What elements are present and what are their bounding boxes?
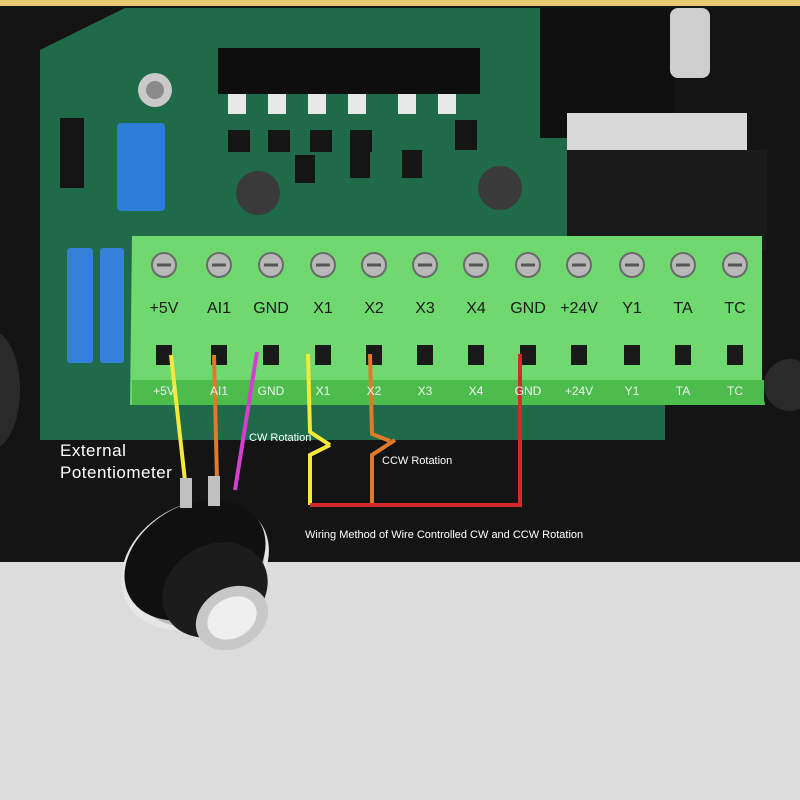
enclosure-right xyxy=(764,359,800,411)
terminal-label-10: TA xyxy=(673,300,693,317)
board-label-3: X1 xyxy=(315,384,331,398)
wire-entry-2 xyxy=(263,345,279,365)
jumper-j1 xyxy=(100,248,124,363)
diagram-caption: Wiring Method of Wire Controlled CW and … xyxy=(305,529,584,541)
relay-body xyxy=(567,150,767,250)
board-label-7: GND xyxy=(514,384,542,398)
board-label-11: TC xyxy=(727,384,743,398)
dark-band xyxy=(0,490,800,562)
driver-chip xyxy=(218,48,480,94)
terminal-label-1: AI1 xyxy=(206,300,231,317)
spring-coil xyxy=(670,8,710,78)
cw-rotation-label: CW Rotation xyxy=(249,432,312,444)
wire-x2-top xyxy=(368,353,391,443)
terminal-slots xyxy=(156,345,743,365)
board-label-8: +24V xyxy=(564,384,594,398)
board-label-1: AI1 xyxy=(209,384,228,398)
terminal-label-5: X3 xyxy=(415,300,435,317)
terminal-label-2: GND xyxy=(253,300,289,317)
trimmer-pot xyxy=(117,123,165,211)
board-label-5: X3 xyxy=(417,384,433,398)
wire-x1-bottom xyxy=(308,443,331,505)
wire-x1-top xyxy=(306,353,332,447)
terminal-label-9: Y1 xyxy=(622,300,642,317)
terminal-block xyxy=(130,236,765,405)
terminal-block-base xyxy=(132,380,764,405)
ccw-rotation-label: CCW Rotation xyxy=(382,455,453,467)
jumper-j3 xyxy=(67,248,93,363)
wire-entry-0 xyxy=(156,345,172,365)
wire-entry-8 xyxy=(571,345,587,365)
terminal-label-6: X4 xyxy=(466,300,486,317)
capacitor-1 xyxy=(236,171,280,215)
capacitor-2 xyxy=(478,166,522,210)
board-label-6: X4 xyxy=(468,384,484,398)
board-label-10: TA xyxy=(675,384,691,398)
wire-5v xyxy=(169,354,188,491)
chip-pins xyxy=(228,94,456,114)
terminal-label-0: +5V xyxy=(149,300,179,317)
board-label-9: Y1 xyxy=(624,384,640,398)
smd-components xyxy=(60,118,477,188)
terminal-label-3: X1 xyxy=(313,300,333,317)
terminal-screws xyxy=(151,252,748,278)
top-edge-strip xyxy=(0,0,800,6)
wire-entry-5 xyxy=(417,345,433,365)
wire-entry-3 xyxy=(315,345,331,365)
wire-entry-6 xyxy=(468,345,484,365)
wire-entry-7 xyxy=(520,345,536,365)
terminal-label-4: X2 xyxy=(364,300,384,317)
terminal-label-8: +24V xyxy=(560,300,598,317)
wire-entry-10 xyxy=(675,345,691,365)
external-potentiometer xyxy=(121,476,269,651)
wire-ai1 xyxy=(212,354,219,481)
terminal-label-11: TC xyxy=(724,300,746,317)
external-potentiometer-label-line2: Potentiometer xyxy=(60,463,173,482)
enclosure-left xyxy=(0,333,20,447)
terminal-label-7: GND xyxy=(510,300,546,317)
board-label-4: X2 xyxy=(366,384,382,398)
wire-entry-9 xyxy=(624,345,640,365)
external-potentiometer-label-line1: External xyxy=(60,441,127,460)
wire-entry-11 xyxy=(727,345,743,365)
board-label-2: GND xyxy=(257,384,285,398)
wire-gnd xyxy=(233,351,259,491)
board-label-0: +5V xyxy=(153,384,175,398)
wire-common-gnd xyxy=(310,354,522,507)
wire-x2-bottom xyxy=(370,438,397,505)
